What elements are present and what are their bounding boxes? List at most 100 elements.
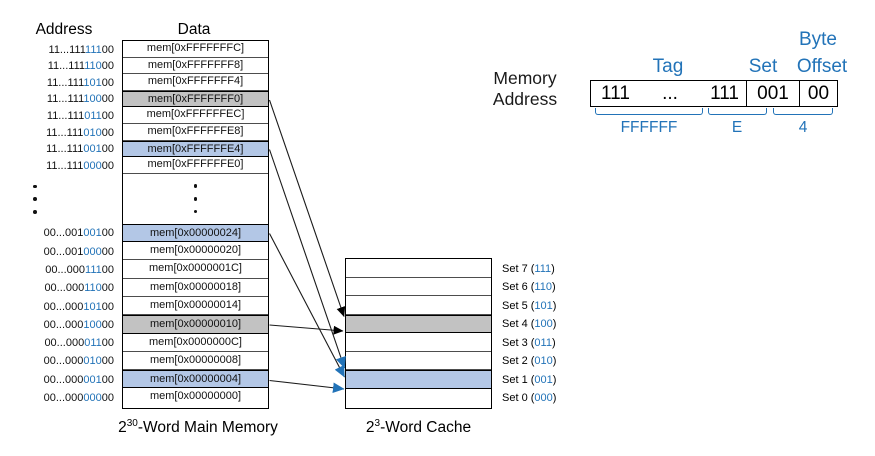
address-offset-bits: 00 [101, 76, 114, 89]
set-bits: 101 [534, 299, 553, 312]
address-ellipsis [0, 174, 114, 224]
set-name: Set 1 [502, 373, 528, 386]
cache-set-label: Set 2 (010) [502, 352, 556, 371]
memory-data-cell: mem[0xFFFFFFE4] [123, 140, 268, 158]
memory-address-binary: 00...00000000 [0, 389, 114, 407]
memory-address-binary: 11...11110100 [0, 75, 114, 92]
close-paren: ) [551, 336, 556, 349]
open-paren: ( [527, 392, 535, 405]
memory-address-binary: 11...11101000 [0, 125, 114, 142]
set-field-value: 001 [747, 81, 800, 106]
memory-address-binary: 00...00011100 [0, 261, 114, 279]
memory-data-cell: mem[0x00000008] [123, 351, 268, 371]
address-tag-bits: 00...000 [43, 300, 84, 313]
address-column-header: Address [35, 21, 93, 38]
main-memory-table: mem[0xFFFFFFFC] mem[0xFFFFFFF8] mem[0xFF… [122, 40, 269, 409]
cache-set-label: Set 5 (101) [502, 297, 556, 316]
address-set-bits: 100 [83, 93, 102, 106]
address-offset-bits: 00 [101, 392, 114, 405]
set-bits: 011 [534, 336, 552, 349]
memory-data-cell: mem[0x00000010] [123, 315, 268, 334]
cache-set-label: Set 0 (000) [502, 389, 556, 408]
address-set-bits: 010 [83, 355, 102, 368]
offset-hex-value: 4 [798, 119, 808, 136]
set-bits: 111 [534, 262, 552, 275]
cache-set-label: Set 6 (110) [502, 278, 556, 297]
address-set-bits: 001 [83, 143, 102, 156]
cache-set-label: Set 1 (001) [502, 371, 556, 390]
address-tag-bits: 11...111 [48, 43, 86, 56]
address-set-bits: 110 [84, 60, 102, 73]
address-tag-bits: 11...111 [46, 126, 84, 139]
memory-data-cell: mem[0xFFFFFFEC] [123, 107, 268, 124]
close-paren: ) [552, 318, 557, 331]
offset-field-label: Offset [796, 56, 848, 77]
open-paren: ( [527, 318, 535, 331]
address-offset-bits: 00 [101, 282, 114, 295]
offset-field-value: 00 [807, 82, 830, 104]
address-tag-bits: 11...111 [46, 143, 84, 156]
address-offset-bits: 00 [101, 373, 114, 386]
set-bits: 110 [534, 281, 552, 294]
close-paren: ) [551, 281, 556, 294]
address-set-bits: 001 [83, 373, 102, 386]
cache-set-row [346, 296, 491, 315]
memory-data-cell: mem[0x0000001C] [123, 260, 268, 279]
memory-address-binary: 00...00100100 [0, 224, 114, 242]
cache-set-row [346, 277, 491, 296]
address-offset-bits: 00 [101, 143, 114, 156]
set-name: Set 3 [502, 336, 528, 349]
address-offset-bits: 00 [101, 263, 114, 276]
memory-address-binary: 11...11101100 [0, 108, 114, 125]
memory-address-binary: 00...00010000 [0, 316, 114, 334]
cache-caption: 23-Word Cache [365, 418, 472, 437]
address-list-top: 11...11111100 11...11111000 11...1111010… [0, 42, 114, 175]
address-offset-bits: 00 [101, 300, 114, 313]
set-field-label: Set [748, 56, 778, 77]
tag-field-label: Tag [652, 56, 684, 77]
close-paren: ) [552, 299, 557, 312]
open-paren: ( [527, 336, 535, 349]
memory-address-column: 11...11111100 11...11111000 11...1111010… [0, 42, 114, 408]
tag-field-value: 111...111 [591, 81, 747, 106]
address-tag-bits: 00...000 [44, 282, 85, 295]
cache-set-label: Set 3 (011) [502, 334, 556, 353]
memory-address-binary: 00...00001100 [0, 334, 114, 352]
address-tag-bits: 00...000 [43, 318, 84, 331]
address-set-bits: 000 [83, 392, 102, 405]
cache-set-label: Set 4 (100) [502, 315, 556, 334]
set-hex-value: E [731, 119, 743, 136]
set-name: Set 2 [502, 355, 528, 368]
address-set-bits: 000 [83, 245, 102, 258]
cache-set-label: Set 7 (111) [502, 260, 556, 279]
close-paren: ) [552, 355, 557, 368]
open-paren: ( [527, 281, 535, 294]
address-tag-bits: 00...000 [44, 337, 85, 350]
set-hex-bracket [708, 108, 767, 115]
address-list-bottom: 00...00100100 00...00100000 00...0001110… [0, 224, 114, 407]
memory-address-binary: 00...00000100 [0, 371, 114, 389]
address-tag-bits: 00...000 [45, 263, 86, 276]
memory-rows-bottom: mem[0x00000024] mem[0x00000020] mem[0x00… [123, 223, 268, 407]
open-paren: ( [527, 373, 535, 386]
address-set-bits: 111 [85, 43, 102, 56]
mapping-arrow [269, 379, 345, 393]
cache-set-row [346, 259, 491, 278]
offset-hex-bracket [773, 108, 833, 115]
address-tag-bits: 00...000 [43, 373, 84, 386]
address-offset-bits: 00 [101, 227, 114, 240]
address-set-bits: 111 [85, 263, 102, 276]
set-bits: 010 [534, 355, 553, 368]
memory-address-label: Memory Address [492, 68, 558, 109]
memory-address-binary: 11...11111000 [0, 58, 114, 75]
address-set-bits: 101 [83, 76, 102, 89]
memory-data-cell: mem[0xFFFFFFFC] [123, 41, 268, 58]
address-set-bits: 000 [83, 159, 102, 172]
memory-data-cell: mem[0xFFFFFFF4] [123, 74, 268, 91]
address-offset-bits: 00 [101, 126, 114, 139]
memory-address-binary: 11...11110000 [0, 91, 114, 108]
data-column-header: Data [177, 21, 211, 38]
cache-set-labels: Set 7 (111) Set 6 (110) Set 5 (101) Set … [502, 260, 556, 408]
address-set-bits: 010 [83, 126, 102, 139]
mapping-arrow [268, 99, 346, 317]
